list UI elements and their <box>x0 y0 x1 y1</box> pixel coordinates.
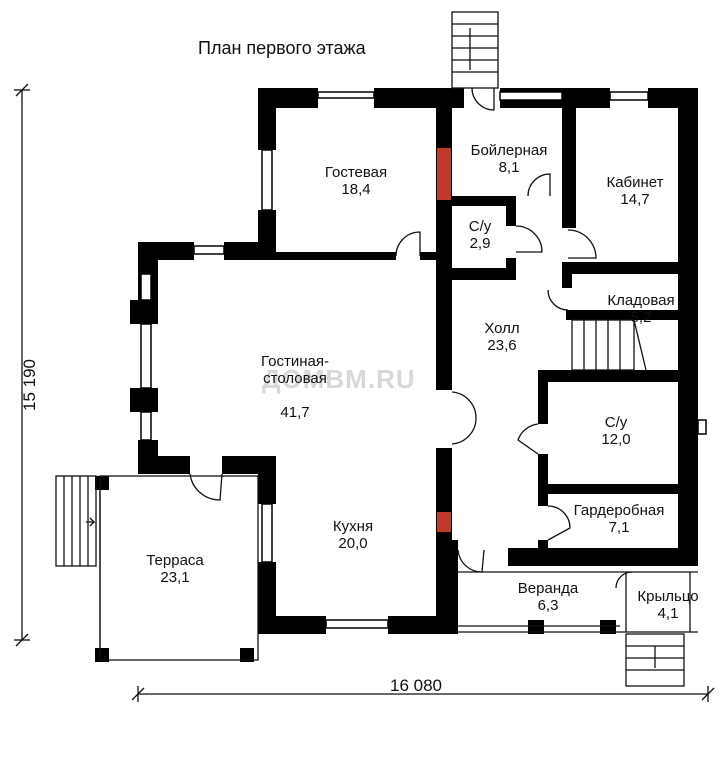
room-name: Гардеробная <box>573 502 665 519</box>
room-label-veranda: Веранда 6,3 <box>518 580 578 614</box>
room-area: 2,9 <box>469 235 491 252</box>
height-dimension: 15 190 <box>20 359 39 411</box>
watermark: ДОМВМ.RU <box>262 364 416 394</box>
room-area: 18,4 <box>341 181 371 198</box>
room-name: С/у <box>604 414 628 431</box>
room-area: 14,7 <box>620 191 650 208</box>
room-area: 4,1 <box>657 605 679 622</box>
room-name: Гостиная- столовая <box>261 353 329 387</box>
thin-lines <box>14 11 715 702</box>
room-label-gostinaya: Гостиная- столовая 41,7 <box>261 336 329 438</box>
room-label-kabinet: Кабинет 14,7 <box>606 174 663 208</box>
room-area: 41,7 <box>280 404 310 421</box>
room-name: Бойлерная <box>470 142 548 159</box>
room-label-su-small: С/у 2,9 <box>469 218 492 252</box>
room-label-su-large: С/у 12,0 <box>601 414 630 448</box>
room-area: 5,2 <box>630 309 652 326</box>
room-name: Терраса <box>146 552 204 569</box>
chimneys <box>437 148 451 532</box>
room-label-garderobnaya: Гардеробная 7,1 <box>574 502 665 536</box>
room-name: Кухня <box>332 518 374 535</box>
width-dimension: 16 080 <box>390 676 442 695</box>
room-name: Веранда <box>517 580 579 597</box>
room-name: С/у <box>468 218 492 235</box>
room-area: 20,0 <box>338 535 368 552</box>
room-area: 23,6 <box>487 337 517 354</box>
room-name: Холл <box>484 320 520 337</box>
room-name: Гостевая <box>324 164 388 181</box>
room-area: 6,3 <box>537 597 559 614</box>
room-name: Крыльцо <box>637 588 699 605</box>
room-label-holl: Холл 23,6 <box>484 320 519 354</box>
room-label-gostevaya: Гостевая 18,4 <box>325 164 387 198</box>
room-label-boylernaya: Бойлерная 8,1 <box>471 142 548 176</box>
room-label-kladovaya: Кладовая 5,2 <box>607 292 674 326</box>
windows <box>140 91 707 629</box>
room-area: 12,0 <box>601 431 631 448</box>
room-name: Кабинет <box>606 174 664 191</box>
room-area: 7,1 <box>608 519 630 536</box>
plan-title: План первого этажа <box>198 38 366 58</box>
room-label-terrasa: Терраса 23,1 <box>146 552 204 586</box>
room-label-kuhnya: Кухня 20,0 <box>333 518 373 552</box>
room-area: 8,1 <box>498 159 520 176</box>
room-area: 23,1 <box>160 569 190 586</box>
room-label-krylco: Крыльцо 4,1 <box>637 588 698 622</box>
room-name: Кладовая <box>607 292 675 309</box>
